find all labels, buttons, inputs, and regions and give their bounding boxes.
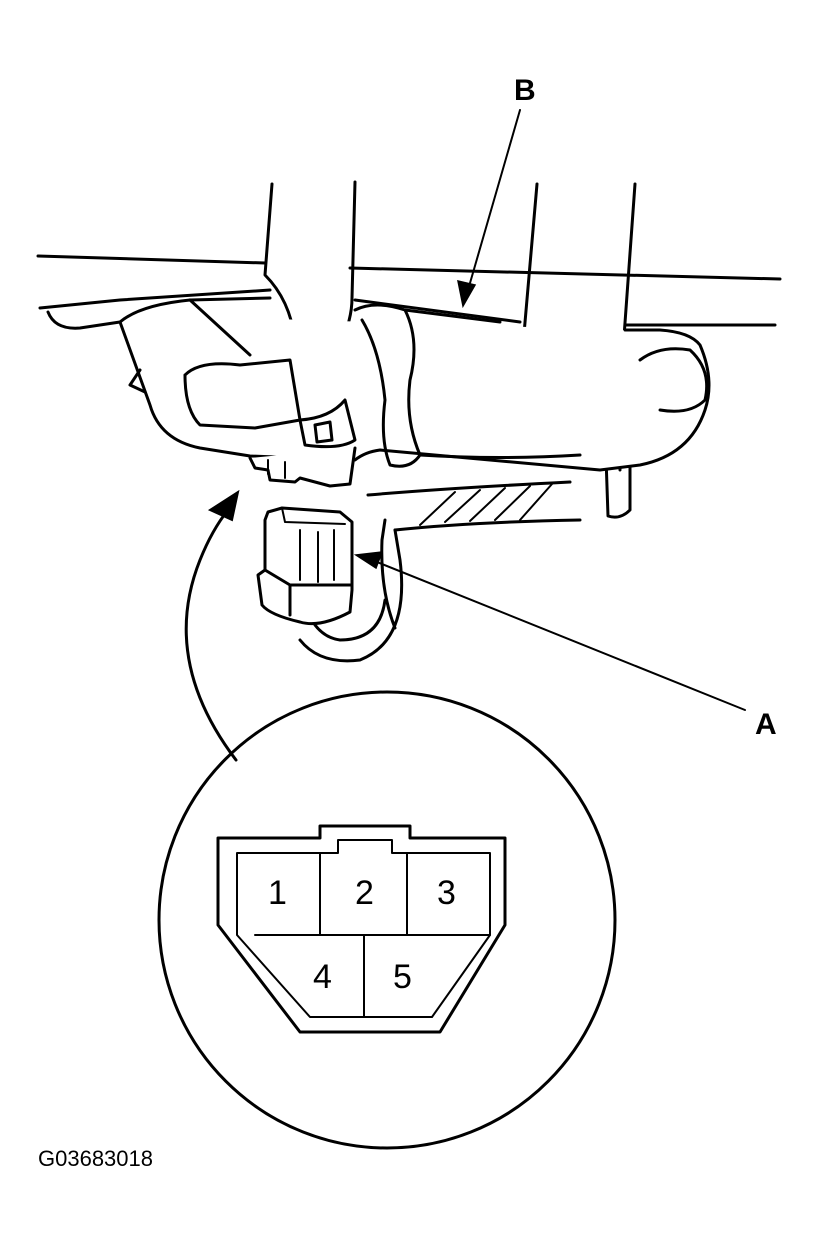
wire-harness [298,480,582,663]
view-arrow [184,489,240,762]
switch-housing [46,296,711,472]
pin-5-label: 5 [393,958,412,996]
callout-b-label: B [514,74,536,107]
pin-1-label: 1 [268,874,287,912]
leader-a [353,551,746,711]
connector-face-detail [157,690,617,1150]
callout-a-label: A [755,708,777,741]
pin-4-label: 4 [313,958,332,996]
leader-b [457,109,521,309]
figure-code: G03683018 [38,1146,153,1171]
pin-2-label: 2 [355,874,374,912]
connector-a [256,506,354,626]
pin-3-label: 3 [437,874,456,912]
dashboard-frame [36,254,782,327]
mounted-socket [248,446,357,488]
